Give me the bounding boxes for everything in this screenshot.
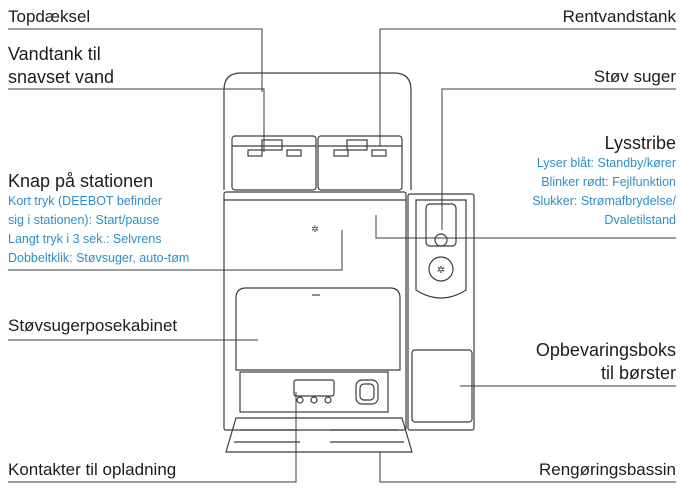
light-strip-shape <box>425 203 457 247</box>
svg-text:✲: ✲ <box>311 224 319 234</box>
label-dirty-water-line1: Vandtank til <box>8 44 101 64</box>
dirty-water-tank-shape <box>231 135 317 191</box>
light-strip-line-1: Lyser blåt: Standby/kører <box>536 156 676 170</box>
light-strip-line-2: Blinker rødt: Fejlfunktion <box>541 175 676 189</box>
leader-basin <box>379 452 676 483</box>
label-top-cover: Topdæksel <box>8 7 91 26</box>
leader-clean-water <box>379 28 676 146</box>
label-light-strip-title: Lysstribe <box>604 133 676 153</box>
label-dust-suction: Støv suger <box>593 67 676 86</box>
cleaning-basin-shape <box>225 417 413 453</box>
label-brush-storage-line1: Opbevaringsboks <box>535 340 676 360</box>
label-station-button-title: Knap på stationen <box>8 171 154 191</box>
label-cleaning-basin: Rengøringsbassin <box>538 460 676 479</box>
dust-suction-shape <box>415 199 467 299</box>
label-clean-water-tank: Rentvandstank <box>562 7 676 26</box>
dust-bag-cabinet-door <box>235 287 401 371</box>
svg-text:✲: ✲ <box>437 265 445 276</box>
station-body <box>223 191 407 431</box>
display-panel <box>293 379 335 397</box>
leader-charging <box>8 392 297 483</box>
station-button-line-1: Kort tryk (DEEBOT befinder <box>8 194 162 208</box>
side-column <box>407 193 475 431</box>
leader-dust-suction <box>441 88 676 230</box>
label-brush-storage-line2: til børster <box>600 363 676 383</box>
leader-light-strip <box>375 215 676 239</box>
label-charging-contacts: Kontakter til opladning <box>8 460 177 479</box>
light-strip-line-3: Slukker: Strømafbrydelse/ <box>532 194 676 208</box>
leader-station-button <box>8 230 343 271</box>
label-dirty-water-line2: snavset vand <box>8 67 115 87</box>
light-strip-line-4: Dvaletilstand <box>604 213 676 227</box>
label-dust-bag-cabinet: Støvsugerposekabinet <box>8 316 178 335</box>
top-cover-shape <box>223 72 412 190</box>
station-button-line-3: Langt tryk i 3 sek.: Selvrens <box>8 232 162 246</box>
station-button-line-2: sig i stationen): Start/pause <box>8 213 160 227</box>
clean-water-tank-shape <box>317 135 403 191</box>
station-button-line-4: Dobbeltklik: Støvsuger, auto-tøm <box>8 251 190 265</box>
leader-top-cover <box>8 28 263 92</box>
leader-dirty-water <box>8 88 265 152</box>
